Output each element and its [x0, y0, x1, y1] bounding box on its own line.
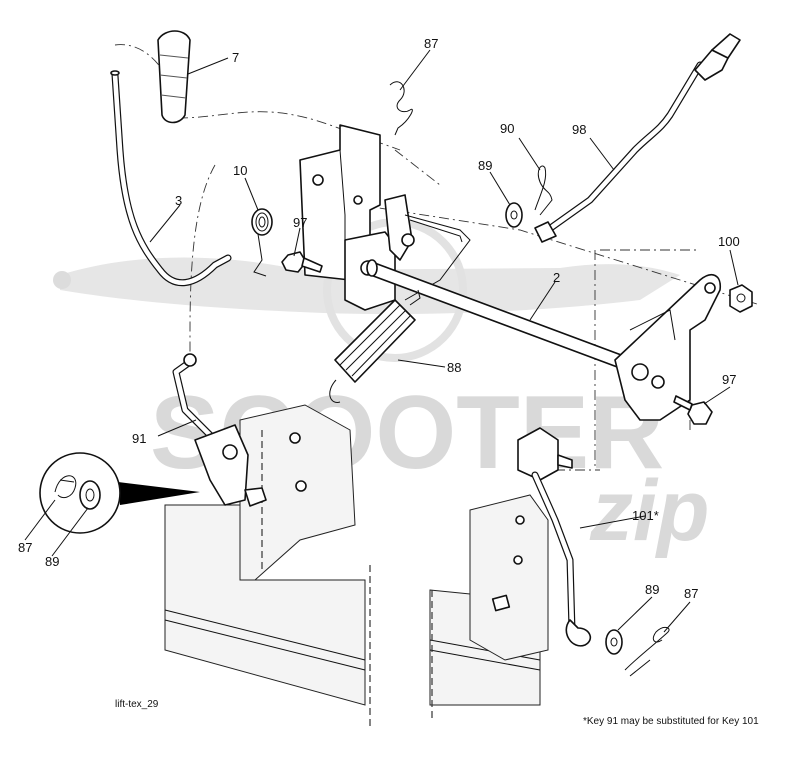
- label-97-upper: 97: [293, 215, 307, 230]
- label-100: 100: [718, 234, 740, 249]
- label-88: 88: [447, 360, 461, 375]
- label-101: 101*: [632, 508, 659, 523]
- part-91-link: [172, 353, 267, 507]
- part-2-cross-shaft: [366, 259, 722, 421]
- figure-id: lift-tex_29: [115, 699, 159, 710]
- part-89-washer-upper: [505, 202, 523, 228]
- label-97-right: 97: [722, 372, 736, 387]
- label-89-lower: 89: [645, 582, 659, 597]
- part-100-nut: [729, 284, 753, 313]
- label-89-inset: 89: [45, 554, 59, 569]
- part-97-bolt-upper: [281, 251, 323, 273]
- part-87-clip-lower: [624, 626, 670, 677]
- part-101-link: [517, 427, 592, 647]
- label-89-upper: 89: [478, 158, 492, 173]
- label-87-upper: 87: [424, 36, 438, 51]
- part-89-washer-lower: [605, 629, 623, 655]
- callout-labels: 7 87 10 3 97 90 98 89 100 2 88 97 91 87 …: [18, 36, 740, 601]
- detail-inset: [39, 452, 200, 534]
- label-3: 3: [175, 193, 182, 208]
- part-87-clip-upper: [389, 81, 413, 136]
- label-90: 90: [500, 121, 514, 136]
- label-7: 7: [232, 50, 239, 65]
- centerlines: [114, 44, 761, 471]
- label-2: 2: [553, 270, 560, 285]
- mower-deck: [164, 404, 549, 730]
- label-91: 91: [132, 431, 146, 446]
- part-98-rod: [534, 33, 741, 243]
- part-97-bolt-right: [673, 395, 713, 425]
- part-10-spring: [251, 208, 273, 277]
- label-98: 98: [572, 122, 586, 137]
- part-7-grip: [157, 30, 191, 124]
- label-87-inset: 87: [18, 540, 32, 555]
- label-87-lower: 87: [684, 586, 698, 601]
- footnote: *Key 91 may be substituted for Key 101: [583, 716, 759, 727]
- part-88-spring: [329, 289, 421, 403]
- part-90-clip: [534, 165, 553, 216]
- leader-lines: [24, 49, 739, 633]
- label-10: 10: [233, 163, 247, 178]
- part-3-lift-handle: [110, 70, 232, 287]
- watermark-script: zip: [589, 463, 709, 559]
